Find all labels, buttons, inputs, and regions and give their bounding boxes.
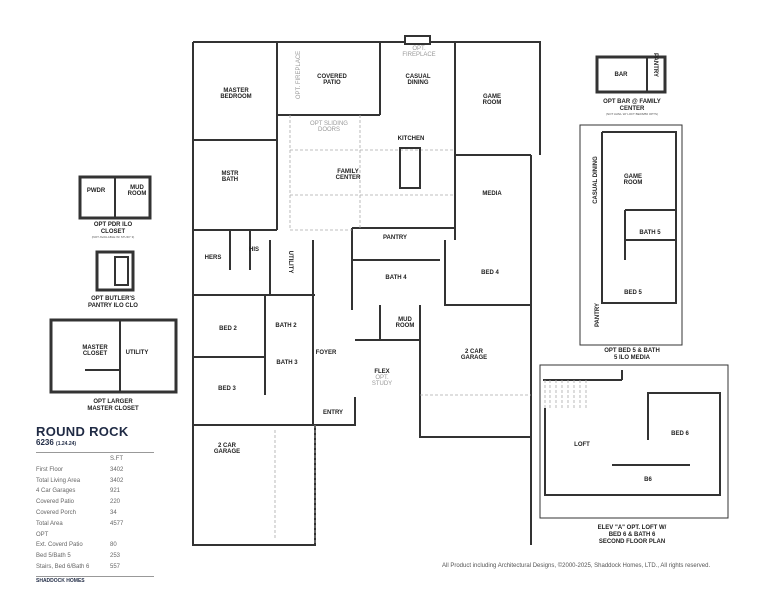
spec-row: Stairs, Bed 6/Bath 6 557	[36, 562, 154, 573]
room-hers: HERS	[205, 255, 222, 261]
spec-row: First Floor 3402	[36, 465, 154, 476]
spec-value: 921	[110, 488, 121, 495]
room-his: HIS	[249, 247, 259, 253]
spec-value: 3402	[110, 477, 124, 484]
spec-row: Total Living Area 3402	[36, 476, 154, 487]
spec-label: OPT	[36, 531, 49, 538]
spec-header-row: S.FT	[110, 456, 123, 462]
inset-second-floor-loft: LOFT BED 6 B6 ELEV "A" OPT. LOFT W/BED 6…	[539, 364, 729, 545]
opt-study-label: OPT.STUDY	[372, 375, 392, 387]
kitchen-island	[399, 147, 421, 189]
room-pantry: PANTRY	[383, 235, 407, 241]
spec-label: Covered Porch	[36, 509, 77, 516]
svg-text:CASUAL DINING: CASUAL DINING	[593, 156, 599, 204]
opt-fireplace-patio-label: OPT. FIREPLACE	[296, 51, 302, 99]
square-footage-table: ROUND ROCK 6236 (1.24.24) S.FT First Flo…	[36, 425, 154, 584]
svg-text:PANTRY: PANTRY	[595, 303, 601, 327]
spec-row: Bed 5/Bath 5 253	[36, 551, 154, 562]
plan-name: ROUND ROCK	[36, 424, 129, 439]
svg-text:BED 5: BED 5	[624, 290, 642, 296]
room-foyer: FOYER	[316, 350, 337, 356]
spec-label: First Floor	[36, 466, 63, 473]
svg-text:PWDR: PWDR	[87, 188, 106, 194]
divider	[36, 575, 154, 577]
room-flex: FLEX	[374, 369, 389, 375]
spec-value: 3402	[110, 466, 124, 473]
spec-value: 557	[110, 563, 121, 570]
room-bath-3: BATH 3	[276, 360, 298, 366]
spec-row: 4 Car Garages 921	[36, 486, 154, 497]
spec-value: 80	[110, 542, 117, 549]
svg-text:B6: B6	[644, 477, 652, 483]
spec-label: Total Living Area	[36, 477, 81, 484]
svg-text:(NOT AVAIL W/ LOFT BED6/B6 OPT: (NOT AVAIL W/ LOFT BED6/B6 OPTS)	[606, 112, 658, 116]
spec-row: OPT	[36, 530, 154, 541]
copyright-notice: All Product including Architectural Desi…	[442, 563, 711, 569]
room-bath-4: BATH 4	[385, 275, 407, 281]
spec-value: 253	[110, 553, 121, 560]
room-bed-2: BED 2	[219, 326, 237, 332]
svg-text:BED 6: BED 6	[671, 431, 689, 437]
spec-label: Stairs, Bed 6/Bath 6	[36, 563, 90, 570]
svg-text:UTILITY: UTILITY	[126, 350, 149, 356]
spec-label: Covered Patio	[36, 499, 75, 506]
room-bed-3: BED 3	[218, 386, 236, 392]
svg-text:BAR: BAR	[615, 72, 629, 78]
svg-text:LOFT: LOFT	[574, 442, 590, 448]
room-utility: UTILITY	[287, 251, 293, 274]
room-bath-2: BATH 2	[275, 323, 297, 329]
brand-name: SHADDOCK HOMES	[36, 577, 85, 584]
spec-row: Ext. Coverd Patio 80	[36, 540, 154, 551]
spec-value: 34	[110, 509, 117, 516]
opt-fireplace-label: OPT.FIREPLACE	[402, 46, 435, 58]
spec-row: Covered Porch 34	[36, 508, 154, 519]
spec-row: Total Area 4577	[36, 519, 154, 530]
spec-label: Total Area	[36, 520, 63, 527]
fireplace-bump	[404, 35, 431, 45]
svg-text:(NOT AVAILABLE W/ STUDY 3): (NOT AVAILABLE W/ STUDY 3)	[92, 235, 135, 239]
spec-label: 4 Car Garages	[36, 488, 76, 495]
spec-row: Covered Patio 220	[36, 497, 154, 508]
svg-text:ELEV "A" OPT. LOFT W/BED 6 & B: ELEV "A" OPT. LOFT W/BED 6 & BATH 6SECON…	[598, 525, 667, 545]
stairs	[544, 380, 587, 408]
svg-text:BATH 5: BATH 5	[639, 230, 661, 236]
room-media: MEDIA	[482, 191, 502, 197]
spec-value: 220	[110, 499, 121, 506]
spec-value: 4577	[110, 520, 124, 527]
plan-number: 6236 (1.24.24)	[36, 438, 77, 447]
svg-text:PANTRY: PANTRY	[652, 53, 658, 77]
spec-label: Bed 5/Bath 5	[36, 553, 71, 560]
room-kitchen: KITCHEN	[398, 136, 425, 142]
spec-label: Ext. Coverd Patio	[36, 542, 83, 549]
main-floor-plan	[192, 35, 541, 546]
divider	[36, 452, 154, 453]
room-bed-4: BED 4	[481, 270, 499, 276]
room-entry: ENTRY	[323, 410, 343, 416]
